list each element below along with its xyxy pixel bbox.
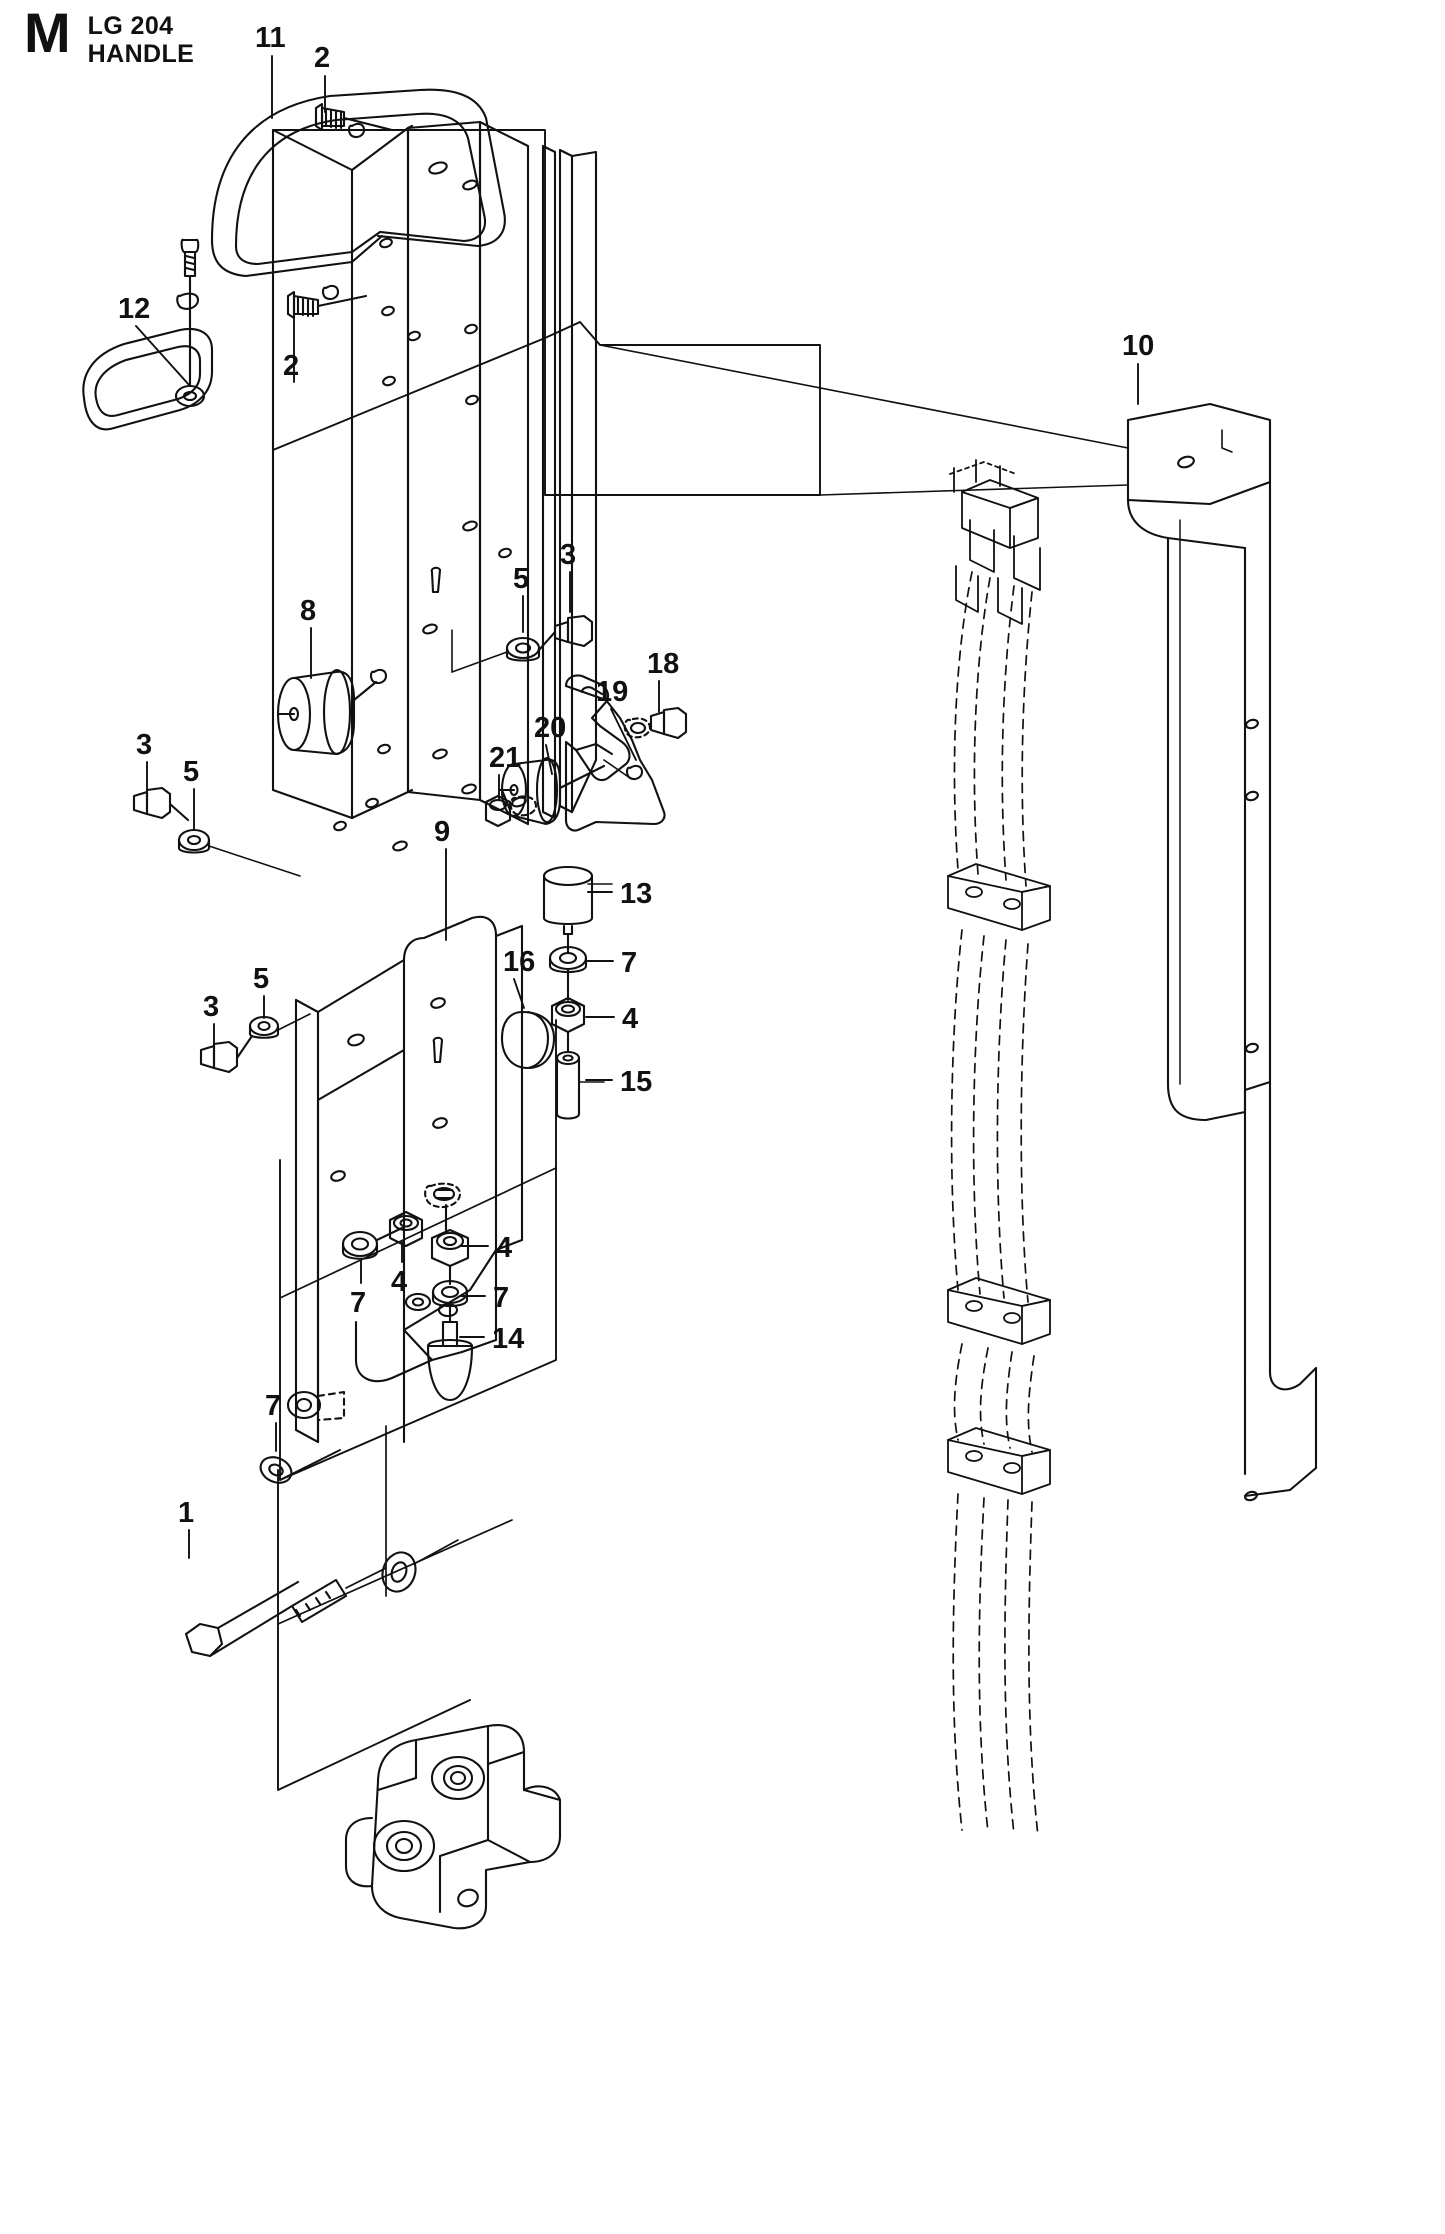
callout-18: 18 (647, 648, 680, 680)
callout-4-lower: 4 (496, 1232, 513, 1264)
part-14-rubber-foot (426, 1320, 474, 1402)
handle-frame-main-plate (333, 120, 530, 852)
part-20-rubber-damper (498, 756, 606, 826)
diagram-header: M LG 204 HANDLE (24, 1, 195, 68)
callout-8: 8 (300, 595, 317, 627)
callout-7-upper: 7 (621, 947, 638, 979)
callout-20: 20 (534, 712, 567, 744)
callout-16: 16 (503, 946, 536, 978)
part-19-control-lever (564, 674, 666, 832)
callout-12: 12 (118, 293, 151, 325)
model-name: LG 204 (87, 12, 174, 40)
callout-21: 21 (489, 742, 522, 774)
callout-3-right: 3 (560, 539, 577, 571)
part-3-bolt-left-upper (132, 786, 190, 822)
part-7-washer-upper (548, 945, 588, 1002)
section-letter: M (24, 1, 71, 64)
upper-back-panel (272, 129, 821, 496)
part-15-spacer (555, 1050, 605, 1120)
part-18-bolt (623, 706, 688, 740)
hose-bundle (950, 571, 1039, 1837)
callout-7-lower: 7 (493, 1282, 510, 1314)
callout-7-bracket: 7 (350, 1287, 367, 1319)
callout-3-left-upper: 3 (136, 729, 153, 761)
assembly-name: HANDLE (87, 40, 195, 68)
part-16-knob (500, 1010, 556, 1070)
lock-washer-dashed (424, 1182, 462, 1232)
bottom-pivot-bracket (344, 1724, 562, 1930)
callout-13: 13 (620, 878, 653, 910)
part-7-washer-bracket (341, 1226, 404, 1260)
part-13-cylinder (542, 865, 613, 954)
callout-2-lower: 2 (283, 350, 300, 382)
part-4-nut-lower (430, 1228, 470, 1286)
lower-back-panel (279, 1019, 557, 1481)
hydraulic-valve-block (949, 459, 1041, 625)
callout-3-left-lower: 3 (203, 991, 220, 1023)
part-2-screw-left-small (176, 238, 200, 388)
part-4-nut-upper (550, 996, 586, 1054)
part-3-bolt-left-lower (199, 1034, 254, 1074)
part-7-washer-bolt (381, 1539, 459, 1593)
part-5-washer-left-lower (248, 1013, 311, 1039)
callout-11: 11 (255, 22, 286, 54)
callout-5-left-upper: 5 (183, 756, 200, 788)
callout-15: 15 (620, 1066, 653, 1098)
part-10-cover-plate (1126, 402, 1318, 1502)
leader-lines (135, 55, 1139, 1559)
callout-14: 14 (492, 1323, 525, 1355)
part-2-screw-lower (286, 284, 368, 320)
part-5-washer-right (505, 636, 541, 662)
callout-4-bracket: 4 (391, 1266, 408, 1298)
part-8-rubber-damper (276, 668, 388, 756)
part-9-lower-bracket (286, 915, 524, 1444)
callout-19: 19 (596, 676, 629, 708)
part-12-grip-loop (82, 328, 214, 431)
part-11-handle-bar (210, 88, 506, 278)
callout-9: 9 (434, 816, 451, 848)
callout-4-upper: 4 (622, 1003, 639, 1035)
callout-7-bottom: 7 (265, 1390, 282, 1422)
callout-5-left-lower: 5 (253, 963, 270, 995)
part-5-washer-left-upper (177, 828, 301, 877)
callout-2-top: 2 (314, 42, 331, 74)
part-21-nut (484, 788, 538, 828)
part-3-bolt-right (537, 614, 594, 652)
hose-clamps (947, 863, 1051, 1495)
callout-1: 1 (178, 1497, 195, 1529)
part-4-nut-bracket (388, 1210, 424, 1248)
callout-10: 10 (1122, 330, 1155, 362)
part-1-hex-bolt (184, 1567, 387, 1658)
part-7-washer-bottom (259, 1456, 293, 1484)
callout-5-right: 5 (513, 563, 530, 595)
part-7-washer-lower (431, 1279, 469, 1324)
bottom-back-panel (277, 1425, 513, 1791)
title-block: LG 204 HANDLE (88, 8, 195, 68)
